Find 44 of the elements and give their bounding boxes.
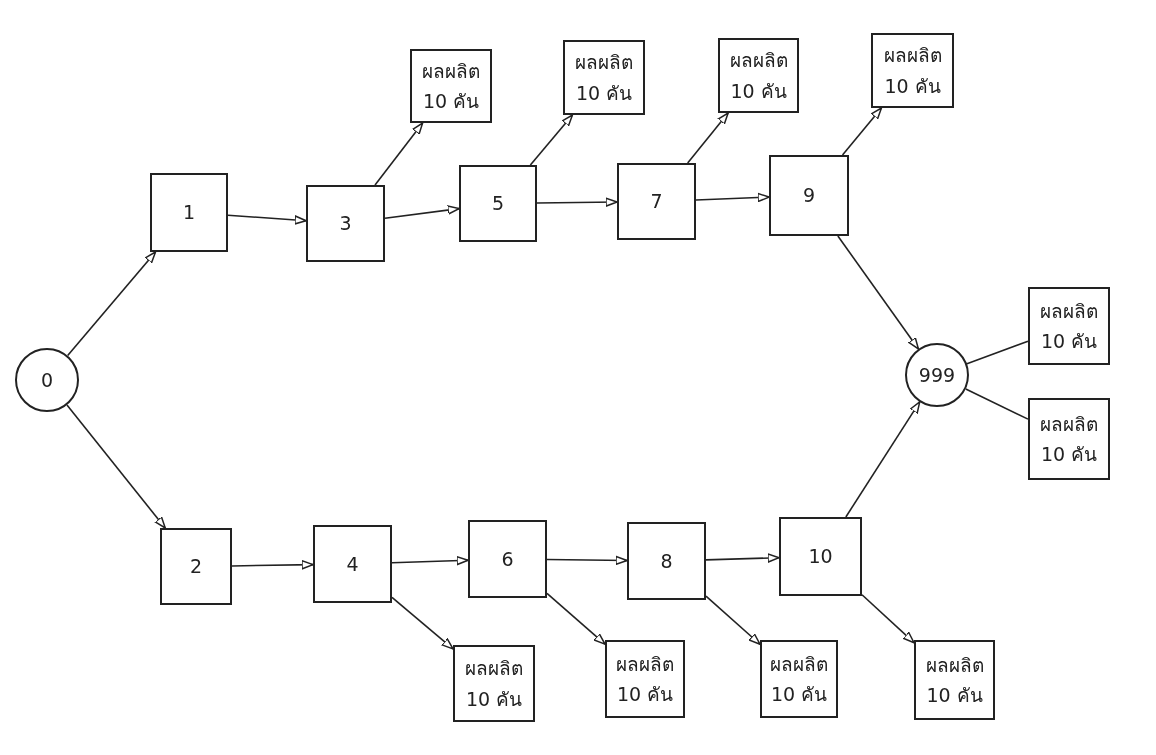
arrow: [705, 595, 761, 646]
output-box: ผลผลิต 10 คัน: [871, 33, 954, 108]
process-box: 4: [313, 525, 392, 603]
process-box: 7: [617, 163, 696, 240]
output-box: ผลผลิต 10 คัน: [410, 49, 492, 123]
process-box: 3: [306, 185, 385, 262]
arrow: [546, 555, 628, 566]
arrow: [837, 235, 920, 350]
output-box: ผลผลิต 10 คัน: [605, 640, 685, 718]
arrow: [529, 114, 574, 166]
connector-line: [966, 340, 1029, 365]
output-box: ผลผลิต 10 คัน: [1028, 287, 1110, 365]
output-box: ผลผลิต 10 คัน: [563, 40, 645, 115]
arrow: [705, 553, 780, 563]
output-box: ผลผลิต 10 คัน: [1028, 398, 1110, 480]
connector-line: [965, 388, 1029, 420]
process-box: 1: [150, 173, 228, 252]
node-circle: 0: [15, 348, 79, 412]
process-box: 8: [627, 522, 706, 600]
output-box: ผลผลิต 10 คัน: [718, 38, 799, 113]
output-box: ผลผลิต 10 คัน: [760, 640, 838, 718]
arrow: [384, 205, 460, 220]
process-box: 2: [160, 528, 232, 605]
process-box: 5: [459, 165, 537, 242]
arrow: [66, 251, 157, 357]
arrow: [391, 596, 454, 650]
process-box: 9: [769, 155, 849, 236]
arrow: [391, 555, 469, 566]
process-box: 10: [779, 517, 862, 596]
arrow: [231, 560, 314, 570]
arrow: [861, 593, 915, 644]
arrow: [227, 214, 307, 225]
arrow: [841, 107, 883, 156]
output-box: ผลผลิต 10 คัน: [914, 640, 995, 720]
output-box: ผลผลิต 10 คัน: [453, 645, 535, 722]
arrow: [66, 404, 167, 529]
process-box: 6: [468, 520, 547, 598]
arrow: [546, 592, 606, 645]
arrow: [695, 192, 770, 203]
node-circle: 999: [905, 343, 969, 407]
arrow: [374, 122, 424, 186]
arrow: [845, 401, 921, 518]
arrow: [536, 197, 618, 207]
arrow: [686, 112, 729, 164]
